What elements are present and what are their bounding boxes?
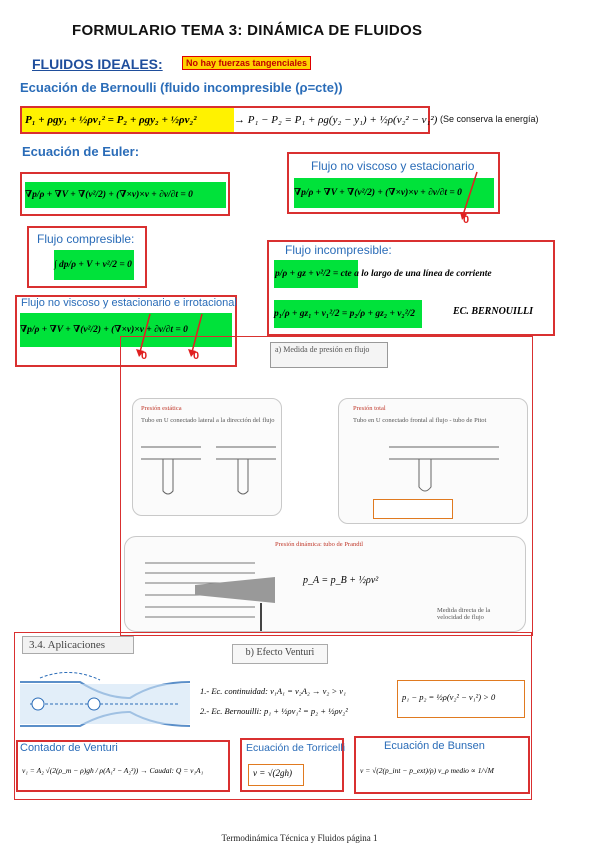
direct-measure-note: Medida directa de la velocidad de flujo	[437, 607, 491, 621]
static-label: Presión estática	[141, 405, 182, 412]
pitot-eq-box	[373, 499, 453, 519]
incompressible-eq1-highlight	[274, 260, 358, 288]
venturi-counter-eq: v₁ = A₂ √(2(ρ_m − ρ)gh / ρ(A₁² − A₂²)) →…	[22, 766, 204, 775]
total-pressure-panel: Presión total Tubo en U conectado fronta…	[338, 398, 528, 524]
bunsen-eq: v = √(2(p_int − p_ext)/ρ) v_ρ medio ∝ 1/…	[360, 766, 494, 775]
irrotational-eq: ∇p/ρ + ∇V + ∇(v²/2) + (∇×v)×v + ∂v/∂t = …	[20, 313, 232, 347]
applications-frame	[14, 632, 532, 800]
torricelli-box: Ecuación de Torricelli v = √(2gh)	[240, 738, 346, 792]
venturi-counter-box: Contador de Venturi v₁ = A₂ √(2(ρ_m − ρ)…	[16, 740, 230, 792]
bernoulli-eq-left: P₁ + ρgy₁ + ½ρv₁² = P₂ + ρgy₂ + ½ρv₂²	[22, 108, 234, 132]
venturi-result-box: p₁ − p₂ = ½ρ(v₂² − v₁²) > 0	[397, 680, 525, 718]
energy-remark: (Se conserva la energía)	[440, 114, 539, 124]
prandtl-tube-diagram	[145, 562, 275, 631]
torricelli-label: Ecuación de Torricelli	[246, 742, 346, 754]
euler-heading: Ecuación de Euler:	[22, 144, 140, 159]
total-desc: Tubo en U conectado frontal al flujo - t…	[353, 417, 487, 424]
pitot-tube-diagram	[389, 446, 499, 492]
zero-label-1: 0	[463, 214, 470, 226]
bunsen-box: Ecuación de Bunsen v = √(2(p_int − p_ext…	[354, 736, 530, 794]
tangential-note: No hay fuerzas tangenciales	[182, 56, 312, 70]
compressible-box: Flujo compresible: ∫ dp/ρ + V + v²/2 = 0	[27, 226, 147, 288]
applications-heading: 3.4. Aplicaciones	[22, 636, 134, 654]
torricelli-eq-box: v = √(2gh)	[248, 764, 304, 786]
total-label: Presión total	[353, 405, 386, 412]
euler-general-eq: ∇p/ρ + ∇V + ∇(v²/2) + (∇×v)×v + ∂v/∂t = …	[25, 182, 226, 208]
static-desc: Tubo en U conectado lateral a la direcci…	[141, 417, 275, 424]
viscous-box: Flujo no viscoso y estacionario ∇p/ρ + ∇…	[287, 152, 500, 214]
dynamic-pressure-panel: Presión dinámica: tubo de Prandtl p_A = …	[124, 536, 526, 632]
venturi-result: p₁ − p₂ = ½ρ(v₂² − v₁²) > 0	[402, 692, 496, 702]
measure-title: a) Medida de presión en flujo	[270, 342, 388, 368]
pressure-measure-frame	[120, 336, 533, 636]
zero-arrow-1	[460, 171, 478, 220]
prandtl-eq: p_A = p_B + ½ρv²	[303, 575, 379, 586]
u-tube-static-diagram	[141, 446, 276, 495]
bernoulli-box: P₁ + ρgy₁ + ½ρv₁² = P₂ + ρgy₂ + ½ρv₂² → …	[20, 106, 437, 134]
torricelli-eq: v = √(2gh)	[253, 768, 293, 778]
compressible-eq: ∫ dp/ρ + V + v²/2 = 0	[54, 250, 134, 280]
ideal-fluids-heading: FLUIDOS IDEALES:	[32, 56, 163, 72]
bernoulli-tag: EC. BERNOUILLI	[453, 306, 534, 317]
venturi-title: b) Efecto Venturi	[232, 644, 328, 664]
viscous-label: Flujo no viscoso y estacionario	[311, 159, 475, 173]
venturi-continuity: 1.- Ec. continuidad: v₁A₁ = v₂A₂ → v₂ > …	[200, 686, 347, 696]
incompressible-eq1: p/ρ + gz + v²/2 = cte a lo largo de una …	[275, 269, 492, 279]
incompressible-eq2: p₁/ρ + gz₁ + v₁²/2 = p₂/ρ + gz₂ + v₂²/2	[274, 300, 422, 328]
venturi-counter-label: Contador de Venturi	[20, 742, 118, 754]
zero-label-3: 0	[193, 350, 200, 362]
incompressible-label: Flujo incompresible:	[285, 243, 392, 257]
bernoulli-eq-right: → P₁ − P₂ = P₁ + ρg(y₂ − y₁) + ½ρ(v₂² − …	[234, 114, 438, 126]
page-footer: Termodinámica Técnica y Fluidos página 1	[221, 833, 378, 843]
incompressible-box: Flujo incompresible: p/ρ + gz + v²/2 = c…	[267, 240, 555, 336]
page-title: FORMULARIO TEMA 3: DINÁMICA DE FLUIDOS	[72, 22, 423, 39]
venturi-diagram	[20, 672, 190, 727]
bunsen-label: Ecuación de Bunsen	[384, 740, 485, 752]
irrotational-box: Flujo no viscoso y estacionario e irrota…	[15, 295, 237, 367]
static-pressure-panel: Presión estática Tubo en U conectado lat…	[132, 398, 282, 516]
compressible-label: Flujo compresible:	[37, 232, 135, 246]
bernoulli-heading: Ecuación de Bernoulli (fluido incompresi…	[20, 80, 343, 95]
venturi-bernoulli: 2.- Ec. Bernouilli: p₁ + ½ρv₁² = p₂ + ½ρ…	[200, 706, 348, 716]
zero-arrows-2	[136, 313, 203, 357]
euler-general-box: ∇p/ρ + ∇V + ∇(v²/2) + (∇×v)×v + ∂v/∂t = …	[20, 172, 230, 216]
zero-label-2: 0	[141, 350, 148, 362]
viscous-eq: ∇p/ρ + ∇V + ∇(v²/2) + (∇×v)×v + ∂v/∂t = …	[294, 178, 494, 208]
dynamic-label: Presión dinámica: tubo de Prandtl	[275, 541, 364, 548]
irrotational-label: Flujo no viscoso y estacionario e irrota…	[21, 297, 237, 309]
